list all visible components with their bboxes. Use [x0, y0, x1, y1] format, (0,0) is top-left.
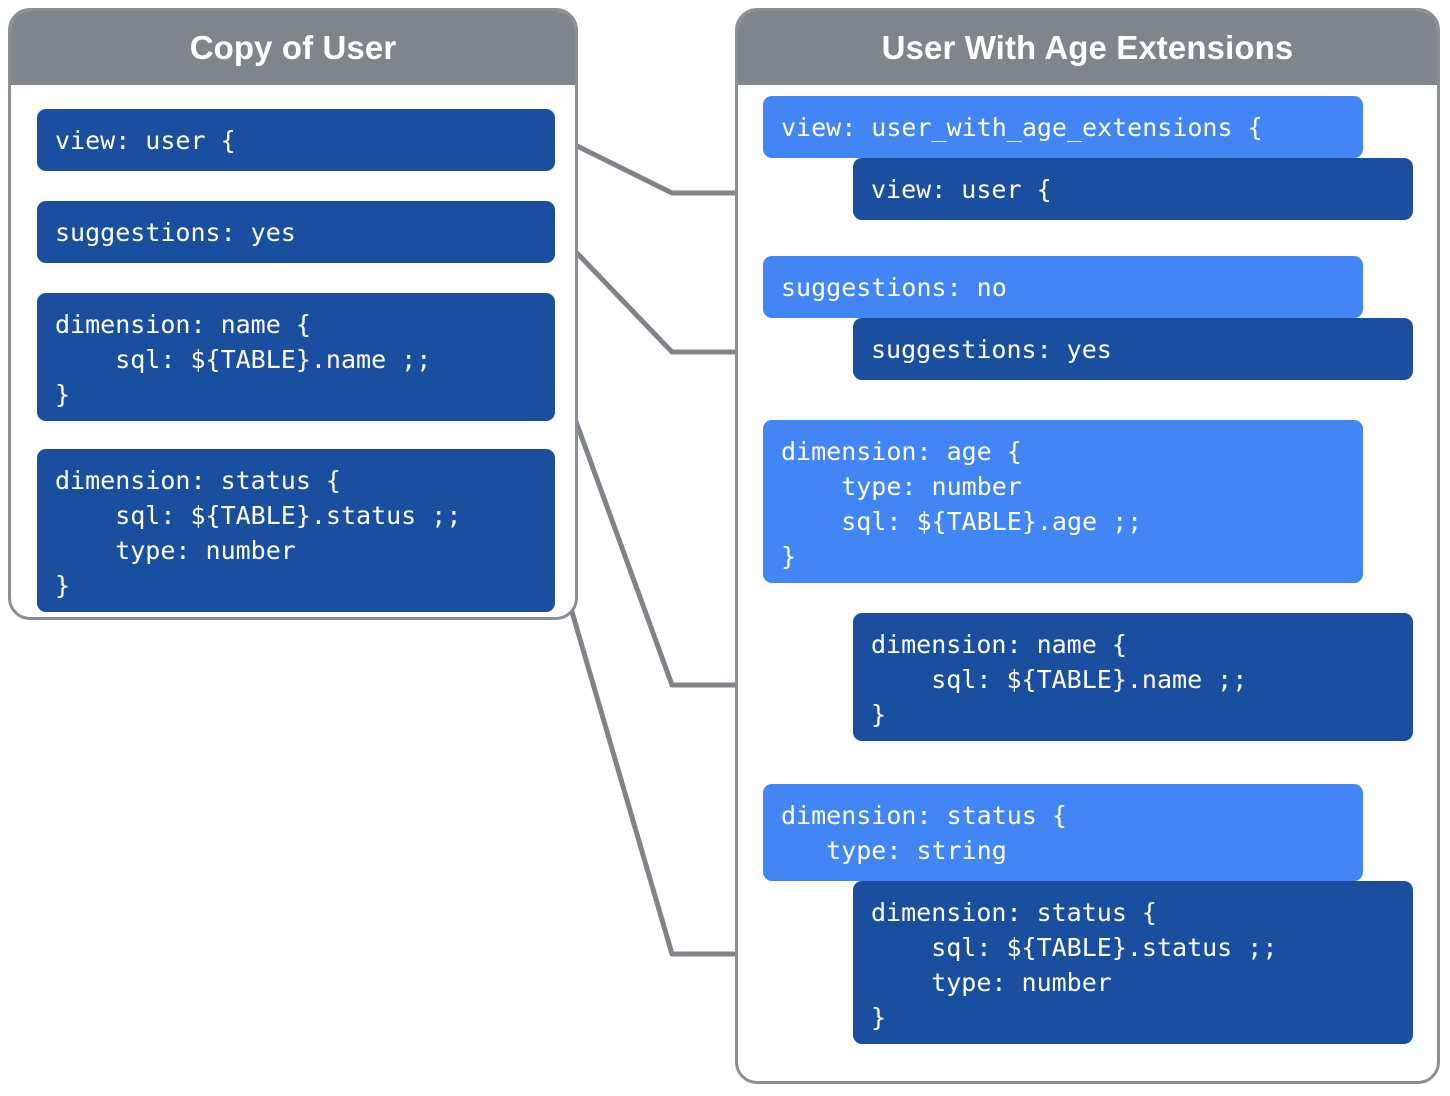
panel-right-body: view: user_with_age_extensions { view: u… — [735, 8, 1440, 1084]
suggestions-block[interactable]: suggestions: yes — [37, 201, 555, 263]
panel-left-title: Copy of User — [11, 11, 575, 85]
view-block[interactable]: view: user { — [37, 109, 555, 171]
dimension-status-block[interactable]: dimension: status { sql: ${TABLE}.status… — [37, 449, 555, 612]
dimension-name-block[interactable]: dimension: name { sql: ${TABLE}.name ;; … — [37, 293, 555, 421]
panel-copy-of-user: Copy of User view: user { suggestions: y… — [8, 8, 578, 620]
dimension-status-inherited-block[interactable]: dimension: status { sql: ${TABLE}.status… — [853, 881, 1413, 1044]
dimension-age-block[interactable]: dimension: age { type: number sql: ${TAB… — [763, 420, 1363, 583]
view-inherited-block[interactable]: view: user { — [853, 158, 1413, 220]
suggestions-extension-block[interactable]: suggestions: no — [763, 256, 1363, 318]
dimension-name-inherited-block[interactable]: dimension: name { sql: ${TABLE}.name ;; … — [853, 613, 1413, 741]
panel-right-title: User With Age Extensions — [738, 11, 1437, 85]
view-extension-block[interactable]: view: user_with_age_extensions { — [763, 96, 1363, 158]
dimension-status-extension-block[interactable]: dimension: status { type: string — [763, 784, 1363, 881]
suggestions-inherited-block[interactable]: suggestions: yes — [853, 318, 1413, 380]
